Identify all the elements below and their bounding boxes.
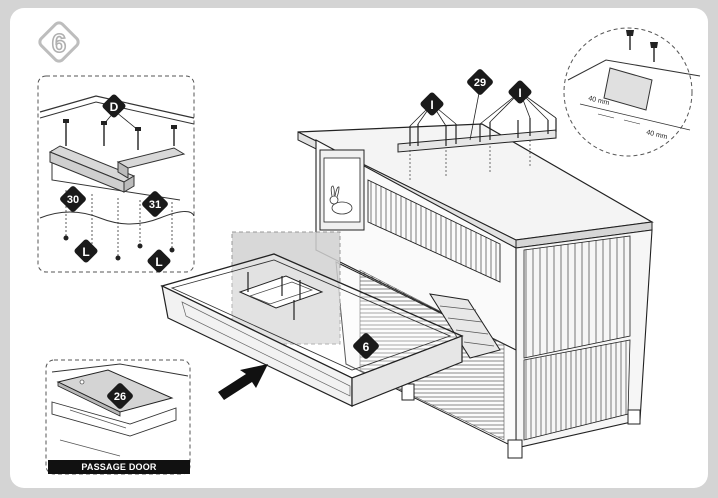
callout-6: 6 [353,333,379,359]
callout-I-left: I [420,92,444,116]
svg-text:30: 30 [67,194,79,206]
svg-text:31: 31 [149,199,161,211]
step-number: 6 [52,28,66,58]
bunny-icon [329,185,353,215]
svg-text:L: L [155,255,162,269]
callout-L-right: L [147,249,171,273]
passage-door-detail: 26 [45,359,191,475]
roof-strip-detail: 40 mm 40 mm [563,27,701,157]
callout-I-right: I [508,80,532,104]
callout-L-left: L [74,239,98,263]
callout-D: D [102,94,126,118]
passage-door-caption: PASSAGE DOOR [48,460,190,474]
callout-29: 29 [467,69,493,95]
hutch: I 29 I [297,69,654,459]
svg-text:L: L [82,245,89,259]
feet-bar-detail: D 30 31 L L [37,75,195,273]
step-badge: 6 [38,21,80,63]
svg-text:D: D [110,100,119,114]
svg-text:I: I [518,86,521,100]
svg-text:26: 26 [114,391,126,403]
callout-31: 31 [142,191,168,217]
svg-text:6: 6 [363,340,370,354]
push-arrow-icon [218,364,268,400]
callout-30: 30 [60,186,86,212]
svg-text:29: 29 [474,77,486,89]
svg-text:I: I [430,98,433,112]
callout-26: 26 [107,383,133,409]
tray-6: 6 [160,231,464,407]
